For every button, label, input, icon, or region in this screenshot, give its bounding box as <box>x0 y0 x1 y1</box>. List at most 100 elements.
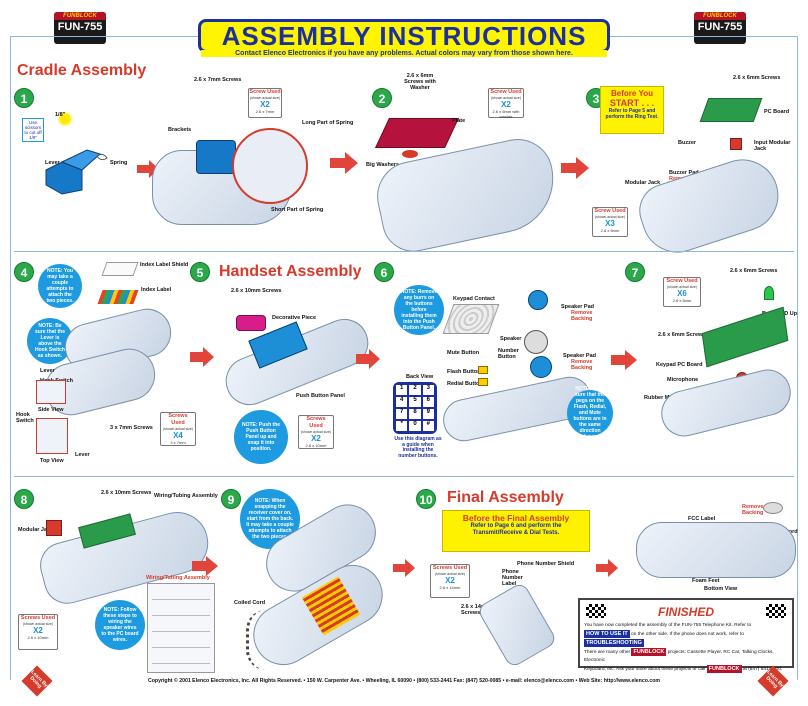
screws-used-size: 2.6 x 6mm <box>672 298 692 303</box>
logo-brand-right: FUNBLOCK <box>694 12 746 20</box>
ring-test-text: Refer to Page 5 and perform the Ring Tes… <box>605 108 659 120</box>
bottom-view-label: Bottom View <box>704 586 738 592</box>
screws-label-7b: 2.6 x 6mm Screws <box>658 332 706 338</box>
finished-phone: at (847) 541-3800. <box>742 667 783 672</box>
screws-used-box-7: Screw Used (shown actual size) X6 2.6 x … <box>663 277 701 307</box>
screws-used-title: Screws Used <box>306 416 326 429</box>
speaker-pad-label-2: Speaker Pad <box>563 353 597 359</box>
start-text: START . . . <box>609 98 655 108</box>
how-to-use-chip: HOW TO USE IT <box>584 630 630 638</box>
short-spring-label: Short Part of Spring <box>271 207 324 213</box>
screws-used-title: Screw Used <box>666 278 698 284</box>
footer-copyright: Copyright © 2001 Elenco Electronics, Inc… <box>148 678 660 684</box>
pc-board-label: PC Board <box>764 109 790 115</box>
screws-used-size: 2.6 x 10mm <box>305 443 327 448</box>
checkered-flag-icon <box>766 604 786 618</box>
decorative-piece-part <box>236 315 266 331</box>
bottom-view-illustration <box>636 522 796 578</box>
screws-label-3: 2.6 x 6mm Screws <box>733 75 781 81</box>
finished-title: FINISHED <box>657 605 714 619</box>
screws-used-size: 2.6 x 10mm <box>27 635 49 640</box>
redial-label: Redial Button <box>447 381 483 387</box>
keypad-pc-board-part <box>701 306 789 368</box>
screws-used-size: 2.6 x 7mm <box>255 109 275 114</box>
frame-line <box>10 36 198 37</box>
screws-label-1: 2.6 x 7mm Screws <box>194 77 242 83</box>
plate-label: Plate <box>452 118 466 124</box>
logo-left: FUNBLOCK FUN-755 <box>54 12 106 44</box>
modular-jack-label: Modular Jack <box>625 180 661 186</box>
screws-used-note: (shown actual size) <box>23 622 53 626</box>
brackets-label: Brackets <box>168 127 192 133</box>
note-push-panel: NOTE: Push the Push Button Panel up and … <box>234 410 288 464</box>
screws-used-qty: X2 <box>445 576 455 585</box>
logo-right: FUNBLOCK FUN-755 <box>694 12 746 44</box>
wiring-steps-inset <box>147 583 215 673</box>
screws-used-box-8: Screws Used (shown actual size) X2 2.6 x… <box>18 614 58 650</box>
back-view-label: Back View <box>406 374 434 380</box>
model-right: FUN-755 <box>697 21 743 33</box>
step-badge-6: 6 <box>374 262 394 282</box>
arrow-right-icon <box>561 157 589 179</box>
wiring-step-row <box>152 622 210 632</box>
foam-foot-part <box>763 502 783 514</box>
keypad-key: 7 <box>396 409 408 419</box>
keypad-key: * <box>396 421 408 431</box>
arrow-right-icon <box>356 349 380 369</box>
arrow-right-icon <box>393 559 415 577</box>
modular-jack-part <box>730 138 742 150</box>
step-badge-10: 10 <box>416 489 436 509</box>
flash-label: Flash Button <box>447 369 481 375</box>
base-housing-illustration <box>632 150 788 262</box>
screws-label-8: 2.6 x 10mm Screws <box>101 490 152 496</box>
lever-label-4b: Lever <box>75 452 90 458</box>
note-receiver-cover: NOTE: When snapping the receiver cover o… <box>240 489 300 549</box>
keypad-contact-part <box>442 304 500 334</box>
foam-feet-label: Foam Feet <box>692 578 720 584</box>
modular-jack-label-8: Modular Jack <box>18 527 54 533</box>
buzzer-label: Buzzer <box>678 140 697 146</box>
finished-line1b: on <box>631 632 637 637</box>
finished-line4: Keyboard, etc. Ask your store about thes… <box>584 667 706 672</box>
screws-used-size: 3 x 7mm <box>170 440 186 445</box>
screws-label-5: 2.6 x 10mm Screws <box>231 288 282 294</box>
step-badge-1: 1 <box>14 88 34 108</box>
screws-used-note: (shown actual size) <box>301 430 331 434</box>
base-housing-illustration <box>370 132 564 258</box>
mute-label: Mute Button <box>447 350 480 356</box>
button-part <box>478 366 488 374</box>
cradle-illustration <box>476 581 558 669</box>
finished-line2a: the other side. If the phone does not wo… <box>637 632 744 637</box>
top-view-inset <box>36 418 68 454</box>
keypad-key: # <box>422 421 434 431</box>
finished-box: FINISHED You have now completed the asse… <box>578 598 794 673</box>
checkered-flag-icon <box>586 604 606 618</box>
note-pegs-direction: NOTE: Make sure that the pegs on the Fla… <box>567 386 613 440</box>
logo-brand-left: FUNBLOCK <box>54 12 106 20</box>
microphone-label: Microphone <box>667 377 699 383</box>
arrow-right-icon <box>192 556 218 576</box>
phone-label-label: Phone Number Label <box>502 569 523 587</box>
keypad-board-label: Keypad PC Board <box>656 362 703 368</box>
screws-used-title: Screws Used <box>432 565 468 571</box>
screws-used-box-3: Screw Used (shown actual size) X3 2.6 x … <box>592 207 628 237</box>
before-final-text: Before the Final Assembly <box>462 513 570 523</box>
side-view-label: Side View <box>38 407 64 413</box>
keypad-contact-label: Keypad Contact <box>453 296 495 302</box>
keypad-key: 3 <box>422 385 434 395</box>
arrow-right-icon <box>596 559 618 577</box>
before-you-start-box: Before You START . . . Refer to Page 5 a… <box>600 86 664 134</box>
zoom-circle <box>232 128 308 204</box>
lever-spring-illustration <box>42 140 122 195</box>
screws-used-qty: X2 <box>311 434 321 443</box>
speaker-label: Speaker <box>500 336 522 342</box>
speaker-pad-part <box>528 290 548 310</box>
step-badge-7: 7 <box>625 262 645 282</box>
pc-board-part <box>699 98 763 122</box>
washer-part <box>402 150 418 158</box>
note-attach-pieces: NOTE: You may take a couple attempts to … <box>38 264 82 308</box>
learn-by-doing-badge-left: Learn By Doing <box>21 665 53 697</box>
screws-used-box-10: Screws Used (shown actual size) X2 2.6 x… <box>430 564 470 598</box>
screws-used-box-2: Screw Used (shown actual size) X2 2.6 x … <box>488 88 524 119</box>
step-badge-2: 2 <box>372 88 392 108</box>
